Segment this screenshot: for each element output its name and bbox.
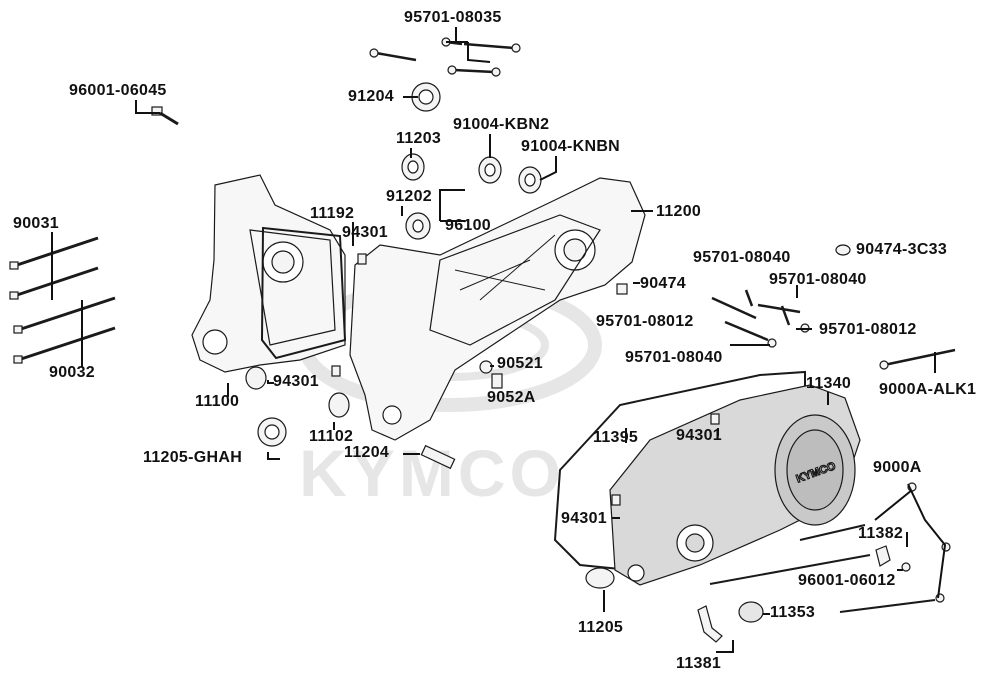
- label-95701-08040-b: 95701-08040: [769, 271, 867, 288]
- label-11204: 11204: [344, 444, 390, 461]
- stud-bolts: [9, 236, 116, 364]
- label-91204: 91204: [348, 88, 394, 105]
- bearing-91202: [405, 212, 431, 240]
- label-11205: 11205: [578, 619, 624, 636]
- label-91004-knbn: 91004-KNBN: [521, 138, 621, 155]
- right-crankcase-11200: [349, 177, 646, 441]
- bolt-9000a-alk1: [879, 348, 956, 370]
- bearing-11203: [401, 153, 425, 181]
- pipe-11204: [420, 444, 456, 470]
- label-94301-cover-lower: 94301: [561, 510, 607, 527]
- bushing-11205: [585, 567, 615, 589]
- label-95701-08012-b: 95701-08012: [819, 321, 917, 338]
- label-95701-08012-a: 95701-08012: [596, 313, 694, 330]
- watermark-text: KYMCO: [299, 436, 565, 510]
- washer-90474: [616, 283, 628, 295]
- label-95701-08035: 95701-08035: [404, 9, 502, 26]
- label-90521: 90521: [497, 355, 543, 372]
- label-94301-cover: 94301: [676, 427, 722, 444]
- label-91202: 91202: [386, 188, 432, 205]
- label-95701-08040-c: 95701-08040: [625, 349, 723, 366]
- dowel-94301-a: [357, 253, 367, 265]
- label-11340: 11340: [806, 375, 852, 392]
- label-95701-08040-a: 95701-08040: [693, 249, 791, 266]
- label-11353: 11353: [770, 604, 816, 621]
- label-11205-ghah: 11205-GHAH: [143, 449, 243, 466]
- label-90032: 90032: [49, 364, 95, 381]
- washer-90474-3c33: [835, 244, 851, 256]
- label-96001-06045: 96001-06045: [69, 82, 167, 99]
- oil-seal-11102: [328, 392, 350, 418]
- label-11102: 11102: [309, 428, 354, 445]
- label-91004-kbn2: 91004-KBN2: [453, 116, 550, 133]
- label-96001-06012: 96001-06012: [798, 572, 896, 589]
- bolts-95701-08040: [711, 289, 810, 348]
- bearing-91004-kbn2: [478, 156, 502, 184]
- label-11203: 11203: [396, 130, 442, 147]
- dowel-94301-b: [331, 365, 341, 377]
- label-9052a: 9052A: [487, 389, 536, 406]
- left-crankcase-11100: [191, 174, 346, 373]
- label-11382: 11382: [858, 525, 904, 542]
- label-9000a-alk1: 9000A-ALK1: [879, 381, 977, 398]
- bearing-91204: [411, 82, 441, 112]
- label-11200: 11200: [656, 203, 702, 220]
- label-96100: 96100: [445, 217, 491, 234]
- label-90474-3c33: 90474-3C33: [856, 241, 948, 258]
- bracket-11381: [697, 605, 723, 643]
- label-90474: 90474: [640, 275, 686, 292]
- crankcase-cover-11340: KYMCO: [609, 384, 861, 586]
- bearing-91004-knbn: [518, 166, 542, 194]
- cap-11353: [738, 601, 764, 623]
- label-11192: 11192: [310, 205, 355, 222]
- label-11381: 11381: [676, 655, 722, 672]
- label-11395: 11395: [593, 429, 639, 446]
- label-94301-lower: 94301: [273, 373, 319, 390]
- plug-9052a: [491, 373, 503, 389]
- bushing-11205-ghah: [257, 417, 287, 447]
- gasket-11192: [260, 226, 347, 360]
- dowel-94301-c: [710, 413, 720, 425]
- bolt-96001-06045: [151, 106, 179, 126]
- bolts-95701-08035: [369, 37, 521, 77]
- bracket-11382: [875, 545, 891, 567]
- label-11100: 11100: [195, 393, 240, 410]
- label-90031: 90031: [13, 215, 59, 232]
- dowel-94301-d: [611, 494, 621, 506]
- label-94301-upper: 94301: [342, 224, 388, 241]
- label-9000a: 9000A: [873, 459, 922, 476]
- leader-lines: [51, 27, 947, 653]
- bushing-11100: [245, 366, 267, 390]
